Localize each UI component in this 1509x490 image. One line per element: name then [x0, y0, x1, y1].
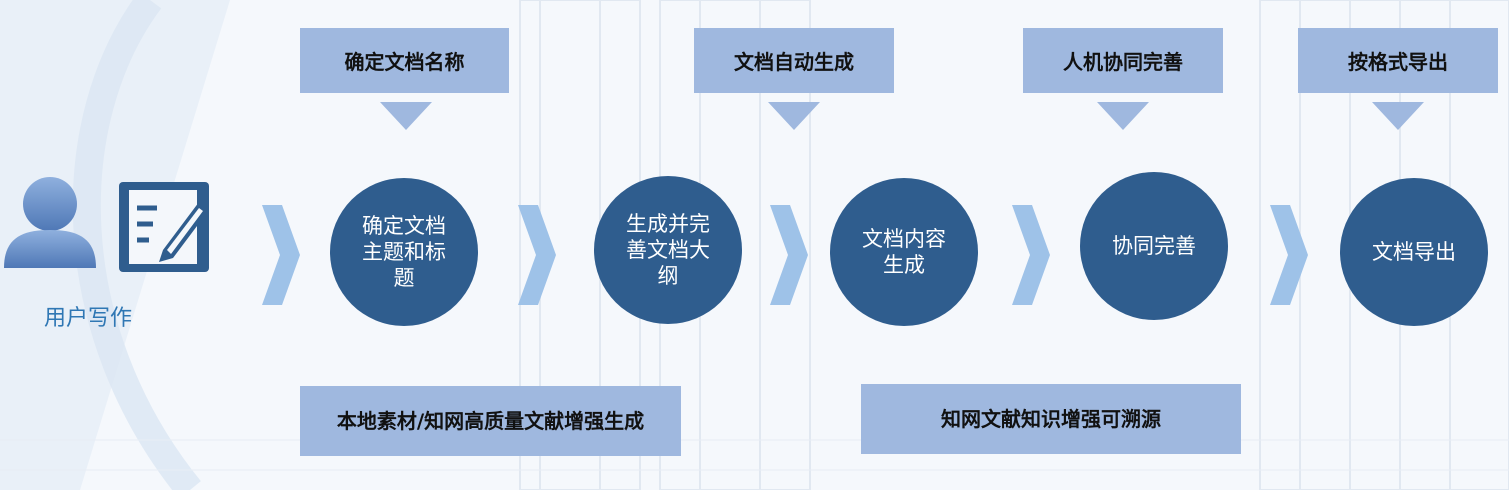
top-label-3: 人机协同完善	[1023, 28, 1223, 93]
flow-chevron-2	[518, 205, 556, 305]
flow-chevron-4	[1012, 205, 1050, 305]
step-circle-1: 确定文档主题和标题	[330, 178, 478, 326]
top-label-2: 文档自动生成	[694, 28, 894, 93]
user-avatar-icon	[4, 177, 96, 268]
step-circle-5: 文档导出	[1340, 178, 1488, 326]
top-label-1: 确定文档名称	[300, 28, 509, 93]
user-writing-group: 用户写作	[0, 150, 230, 350]
flow-chevron-1	[262, 205, 300, 305]
down-arrow-1	[380, 102, 432, 130]
flow-chevron-3	[770, 205, 808, 305]
flow-chevron-5	[1270, 205, 1308, 305]
bottom-note-2: 知网文献知识增强可溯源	[861, 384, 1241, 454]
top-label-4: 按格式导出	[1298, 28, 1498, 93]
step-circle-3: 文档内容生成	[830, 178, 978, 326]
step-circle-2: 生成并完善文档大纲	[594, 176, 742, 324]
bottom-note-1: 本地素材/知网高质量文献增强生成	[300, 386, 681, 456]
down-arrow-3	[1097, 102, 1149, 130]
user-writing-label: 用户写作	[44, 306, 133, 331]
step-circle-4: 协同完善	[1080, 172, 1228, 320]
down-arrow-4	[1372, 102, 1424, 130]
down-arrow-2	[768, 102, 820, 130]
document-edit-icon	[119, 182, 209, 272]
